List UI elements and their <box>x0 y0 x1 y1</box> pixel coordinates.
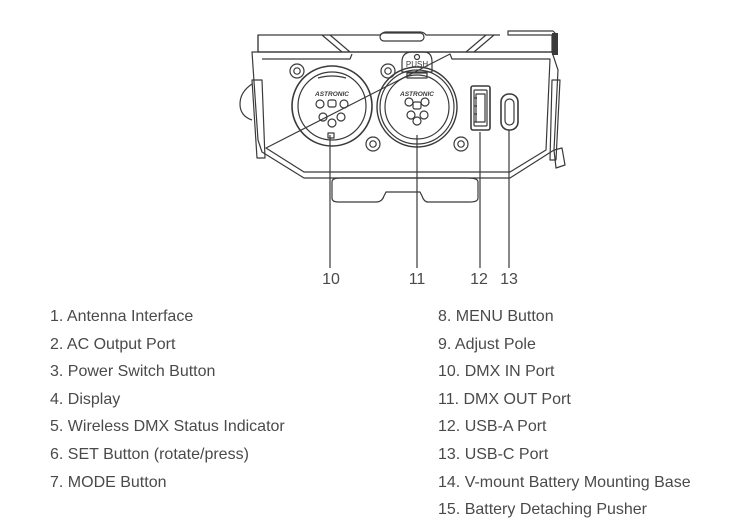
svg-text:ASTRONIC: ASTRONIC <box>399 91 434 98</box>
svg-text:ASTRONIC: ASTRONIC <box>314 91 349 98</box>
vent-line <box>321 34 351 53</box>
dmx-in-port: ASTRONIC <box>291 65 373 147</box>
push-label: PUSH <box>406 60 428 69</box>
legend-item: 3. Power Switch Button <box>50 363 216 381</box>
legend-item: 15. Battery Detaching Pusher <box>438 501 648 519</box>
usb-a-port <box>470 85 491 131</box>
vent-line <box>465 34 495 53</box>
legend-item: 10. DMX IN Port <box>438 363 555 381</box>
legend-item: 13. USB-C Port <box>438 445 549 463</box>
legend-item: 4. Display <box>50 390 121 408</box>
callout-13: 13 <box>500 271 518 288</box>
legend-item: 11. DMX OUT Port <box>438 390 571 408</box>
legend-left-column: 1. Antenna Interface 2. AC Output Port 3… <box>50 303 285 496</box>
callout-10: 10 <box>322 271 340 288</box>
screw <box>453 136 469 152</box>
callout-12: 12 <box>470 271 488 288</box>
legend-item: 2. AC Output Port <box>50 335 176 353</box>
legend-item: 7. MODE Button <box>50 473 167 491</box>
left-bracket <box>251 79 266 159</box>
dmx-out-port: PUSH ASTRONIC <box>376 51 458 148</box>
screw <box>365 136 381 152</box>
legend-item: 8. MENU Button <box>438 308 554 325</box>
legend-item: 9. Adjust Pole <box>438 335 536 353</box>
top-slot <box>379 32 425 42</box>
screw <box>380 63 396 79</box>
right-latch <box>553 147 566 169</box>
usb-c-port <box>500 93 519 131</box>
device-illustration: ASTRONIC PUSH ASTRONIC <box>239 30 566 268</box>
legend-item: 1. Antenna Interface <box>50 308 194 325</box>
mount-rail <box>331 177 479 203</box>
left-knob <box>239 83 253 121</box>
top-right-edge <box>552 33 558 55</box>
top-cap-rim <box>257 31 500 52</box>
legend-item: 5. Wireless DMX Status Indicator <box>50 418 285 436</box>
right-bracket <box>549 79 561 161</box>
legend-item: 6. SET Button (rotate/press) <box>50 445 249 463</box>
legend-right-column: 8. MENU Button 9. Adjust Pole 10. DMX IN… <box>438 303 691 524</box>
callout-11: 11 <box>408 271 426 288</box>
legend-item: 14. V-mount Battery Mounting Base <box>438 473 691 491</box>
legend-item: 12. USB-A Port <box>438 418 547 436</box>
screw <box>289 63 305 79</box>
front-inner <box>262 53 551 173</box>
front-body <box>251 51 559 179</box>
